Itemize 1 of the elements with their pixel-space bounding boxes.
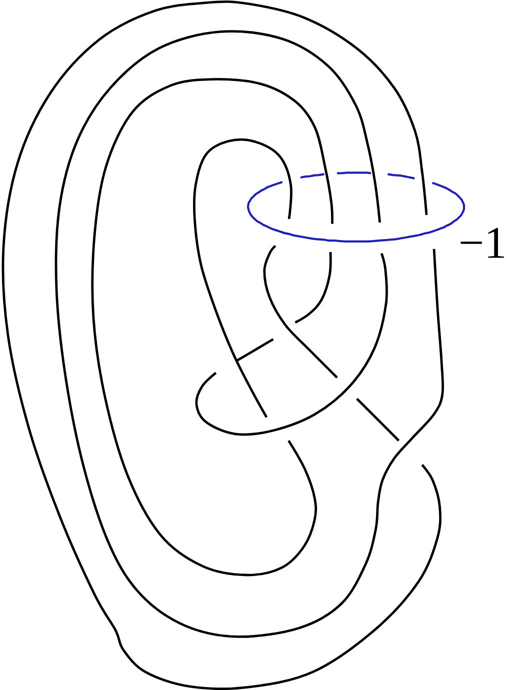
framing-label: −1 — [460, 228, 504, 258]
